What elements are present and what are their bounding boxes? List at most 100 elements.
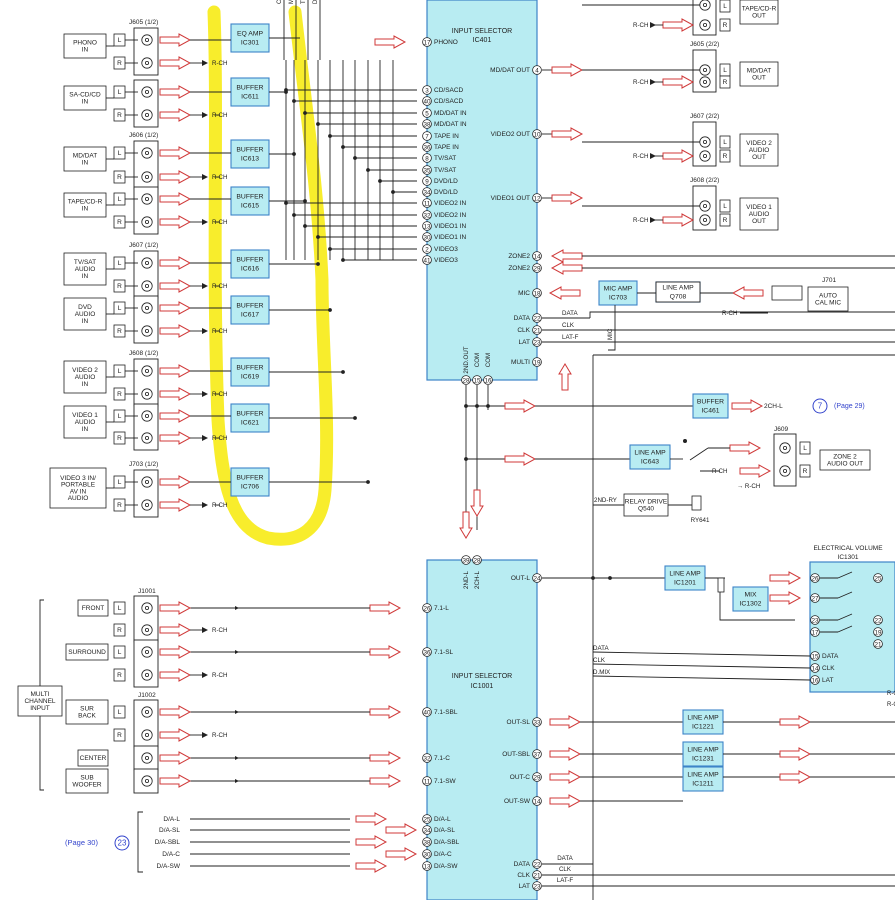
line-amp-ic <box>664 565 706 591</box>
input-arrow <box>159 301 192 315</box>
pin-circle <box>422 176 432 186</box>
left-buffer-ic <box>230 249 270 279</box>
ic1001-ctrl-name: LAT <box>519 883 530 890</box>
jack-pin-label: L <box>118 605 122 612</box>
left-buffer-ic-name: BUFFER <box>236 474 263 481</box>
pin-circle <box>461 375 471 385</box>
ctrl-label: DATA <box>562 310 578 317</box>
rca-jack-center <box>144 113 149 118</box>
rca-jack-center <box>703 68 708 73</box>
line-amp-ic-name: LINE AMP <box>687 771 719 778</box>
jack-pin-label: R <box>117 502 122 509</box>
ev-ctrl-pin: 16 <box>811 677 819 684</box>
input-device-name-box <box>49 467 107 509</box>
da-arrow <box>355 812 388 826</box>
output-pin-label: R <box>723 153 728 160</box>
ic1001-da-name: D/A-SW <box>434 863 458 870</box>
ic401-pin: 12 <box>533 195 541 202</box>
buffer-ic461-name: BUFFER <box>697 398 724 405</box>
input-arrow <box>159 409 192 423</box>
rca-jack-center <box>144 283 149 288</box>
rca-jack-center <box>144 650 149 655</box>
junction-dot <box>464 404 468 408</box>
ic401-pin: 22 <box>533 315 541 322</box>
pin-circle <box>810 615 820 625</box>
multi-input-arrow <box>159 601 192 615</box>
ic1001-pin: 11 <box>424 778 431 785</box>
line-amp-ic-ref: IC1201 <box>674 579 696 586</box>
ic1001-out-arrow <box>549 747 582 761</box>
pin-circle <box>422 814 432 824</box>
da-page-number: 23 <box>118 839 127 848</box>
mic-jack-ref: J701 <box>822 277 836 284</box>
jack-pin-label: L <box>118 479 122 486</box>
junction-dot <box>341 145 345 149</box>
da-arrow <box>385 823 418 837</box>
ic401-pin: 3 <box>425 87 429 94</box>
line-amp-q708-box <box>655 281 701 303</box>
rca-jack-center <box>144 90 149 95</box>
junction-dot <box>353 156 357 160</box>
pin-circle <box>422 165 432 175</box>
ic1001-pin: 25 <box>423 816 431 823</box>
pin-circle <box>422 232 432 242</box>
ic401-pin: 34 <box>423 189 431 196</box>
jack-pin-label: L <box>118 196 122 203</box>
junction-dot <box>475 404 479 408</box>
small-arrowhead <box>202 112 208 118</box>
ic1001-da-name: D/A-SBL <box>434 839 460 846</box>
input-arrow <box>159 256 192 270</box>
r-ch-label: R-CH <box>633 79 648 86</box>
jack-pin-label: L <box>118 709 122 716</box>
pin-circle <box>873 627 883 637</box>
left-buffer-ic-ref: IC615 <box>241 202 259 209</box>
output-connector-ref: J607 (2/2) <box>690 113 719 120</box>
pin-circle <box>532 749 542 759</box>
multi-input-arrow <box>159 623 192 637</box>
left-buffer-ic-ref: IC619 <box>241 373 259 380</box>
input-arrow <box>159 324 192 338</box>
left-buffer-ic-name: BUFFER <box>236 193 263 200</box>
pin-circle <box>422 753 432 763</box>
buffer-ic461 <box>692 393 729 419</box>
line-amp-out-arrow <box>779 747 812 761</box>
pin-circle <box>422 96 432 106</box>
jack-pin-label: R <box>117 219 122 226</box>
left-buffer-ic-ref: IC617 <box>241 311 259 318</box>
ic1001-da-name: D/A-C <box>434 851 452 858</box>
jack-pin-label: L <box>118 260 122 267</box>
relay-ref: RY641 <box>691 517 710 524</box>
junction-dot <box>391 190 395 194</box>
j609-pin: R <box>803 468 808 475</box>
ic401-pin: 23 <box>533 339 541 346</box>
ic1001-pin: 36 <box>423 649 431 656</box>
junction-dot <box>328 134 332 138</box>
output-connector-ref: J608 (2/2) <box>690 177 719 184</box>
buffer461-out-arrow <box>731 399 764 413</box>
ic1001-top-name: 2CH-L <box>474 571 481 589</box>
jack-pin-label-box <box>113 645 126 659</box>
ic401-bottom-name: COM <box>474 353 481 367</box>
j609-r-arrow <box>739 464 772 478</box>
pin-circle <box>810 651 820 661</box>
rca-jack-center <box>703 203 708 208</box>
ic401-input-name: MD/DAT IN <box>434 110 467 117</box>
ctrl-label: CLK <box>562 322 575 329</box>
rca-jack-center <box>144 779 149 784</box>
junction-dot <box>341 370 345 374</box>
line-amp-out-arrow <box>779 770 812 784</box>
ic1001-pin: 26 <box>423 605 431 612</box>
multichannel-jack-name-box <box>77 599 109 617</box>
output-pin-label: R <box>723 22 728 29</box>
pin-circle <box>532 65 542 75</box>
rca-jack-center <box>703 80 708 85</box>
multi-input-arrow <box>369 751 402 765</box>
multi-input-arrow <box>369 774 402 788</box>
junction-dot <box>303 111 307 115</box>
ic1001-da-name: D/A-SL <box>434 827 455 834</box>
